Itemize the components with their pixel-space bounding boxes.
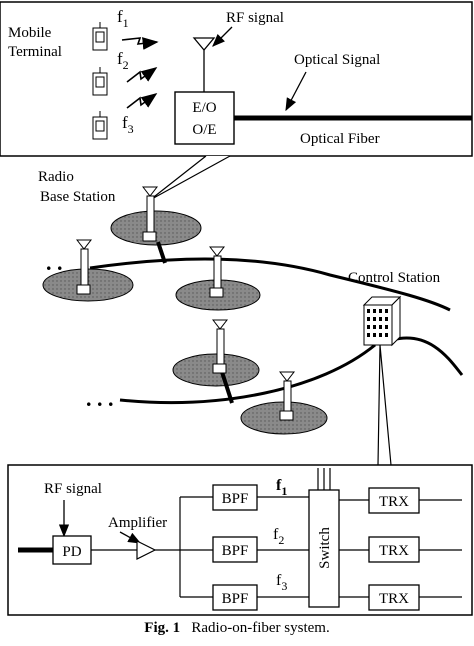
fiber-link (220, 371, 234, 404)
rf-signal-pointer (212, 26, 233, 47)
signal-arrow-icon (126, 67, 158, 83)
fiber-ring-upper (89, 257, 451, 312)
base-station-icon (75, 239, 93, 295)
trx-label: TRX (379, 543, 409, 559)
base-station-icon (208, 246, 226, 298)
figure-caption-text: Radio-on-fiber system. (191, 620, 330, 636)
trx-label: TRX (379, 591, 409, 607)
switch-label: Switch (317, 527, 333, 569)
fiber-branch (391, 336, 464, 376)
amplifier-triangle-icon (136, 540, 157, 560)
cell-coverage-area (110, 210, 202, 246)
control-station-icon (362, 295, 402, 347)
oe-label: O/E (192, 122, 216, 138)
trx-label: TRX (379, 494, 409, 510)
optical-signal-label: Optical Signal (294, 52, 380, 68)
fiber-link (156, 241, 167, 264)
mobile-phone-icon (92, 111, 108, 140)
rf-signal-label: RF signal (226, 10, 284, 26)
rf-signal-label: RF signal (44, 481, 102, 497)
bottom-panel-frame (7, 464, 473, 616)
bpf-label: BPF (222, 591, 249, 607)
switch-box (308, 489, 340, 608)
mobile-phone-icon (92, 67, 108, 96)
mobile-terminal-label-line2: Terminal (8, 44, 62, 60)
network-diagram: Radio Base Station Control Station . . .… (38, 169, 464, 435)
callout-pointer (149, 155, 231, 201)
f3-label: f3 (122, 113, 134, 136)
base-station-icon (141, 186, 159, 242)
continuation-dots: . . . (86, 386, 114, 411)
bpf-label: BPF (222, 491, 249, 507)
figure-number: Fig. 1 (144, 620, 181, 636)
optical-signal-pointer (285, 71, 307, 112)
mobile-phone-icon (92, 22, 108, 51)
fiber-ring-lower (119, 343, 376, 405)
figure-caption: Fig. 1 Radio-on-fiber system. (0, 620, 474, 637)
continuation-dots: . . (46, 250, 63, 275)
f3-label: f3 (276, 572, 287, 593)
base-station-icon (278, 371, 296, 421)
f2-label: f2 (117, 49, 129, 72)
radio-label-line1: Radio (38, 169, 74, 185)
antenna-icon (192, 37, 216, 92)
top-panel: Mobile Terminal f1 f2 f3 (0, 1, 473, 157)
f1-label: f1 (117, 7, 129, 30)
mobile-terminal-label-line1: Mobile (8, 25, 52, 41)
f2-label: f2 (273, 526, 284, 547)
bpf-label: BPF (222, 543, 249, 559)
base-station-icon (211, 319, 229, 374)
optical-fiber-label: Optical Fiber (300, 131, 380, 147)
bottom-panel: RF signal Amplifier PD BPF BPF BPF f1 f2… (7, 464, 473, 616)
control-station-label: Control Station (348, 270, 441, 286)
transceiver-box (368, 584, 420, 611)
f1-label: f1 (276, 477, 287, 498)
pd-label: PD (62, 544, 81, 560)
transceiver-box (368, 487, 420, 514)
signal-arrow-icon (121, 37, 159, 50)
eo-label: E/O (192, 100, 216, 116)
top-panel-frame (0, 1, 473, 157)
radio-label-line2: Base Station (40, 189, 116, 205)
transceiver-box (368, 536, 420, 563)
signal-arrow-icon (126, 93, 158, 109)
amplifier-label: Amplifier (108, 515, 167, 531)
callout-pointer (377, 344, 392, 466)
